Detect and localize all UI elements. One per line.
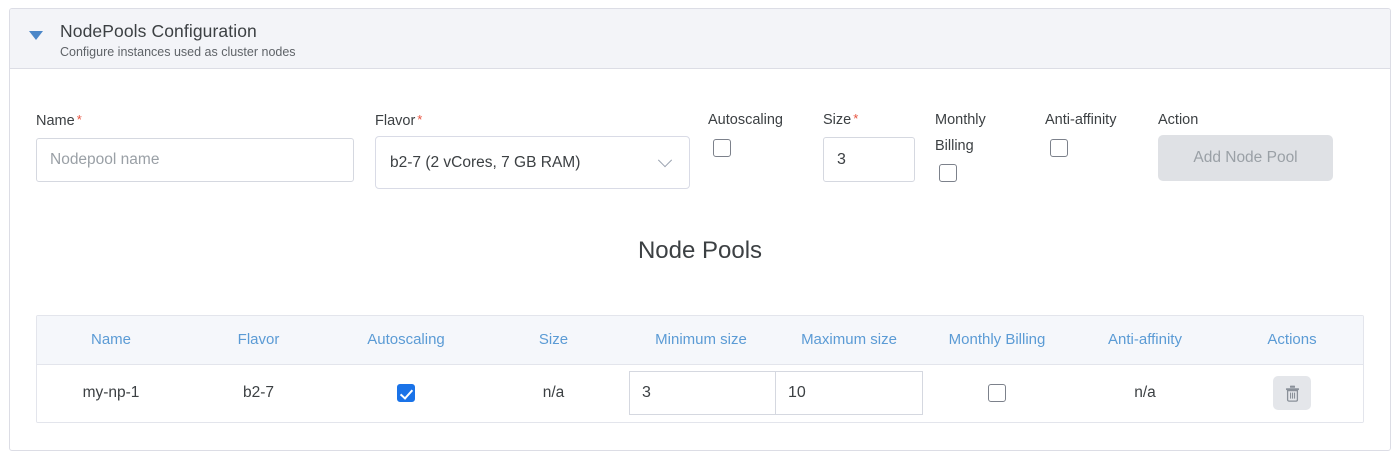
flavor-select-value: b2-7 (2 vCores, 7 GB RAM) <box>390 153 581 171</box>
size-label: Size* <box>823 111 859 128</box>
row-autoscaling-checkbox[interactable] <box>397 384 415 403</box>
nodepool-form: Name* Flavor* b2-7 (2 vCores, 7 GB RAM) … <box>10 69 1390 209</box>
column-header-minimum-size[interactable]: Minimum size <box>627 316 775 365</box>
anti-affinity-checkbox[interactable] <box>1050 139 1068 157</box>
trash-icon <box>1285 385 1299 402</box>
cell-minimum-size <box>627 364 775 422</box>
maximum-size-input[interactable] <box>775 371 923 416</box>
monthly-billing-label-line1: Monthly <box>935 112 986 128</box>
column-header-size[interactable]: Size <box>480 316 627 365</box>
column-header-autoscaling[interactable]: Autoscaling <box>332 316 480 365</box>
panel-subtitle: Configure instances used as cluster node… <box>60 45 296 59</box>
column-header-flavor[interactable]: Flavor <box>185 316 332 365</box>
chevron-down-icon <box>660 155 673 168</box>
flavor-label: Flavor* <box>375 112 423 129</box>
anti-affinity-label: Anti-affinity <box>1045 112 1117 128</box>
required-marker: * <box>76 112 82 127</box>
add-node-pool-button[interactable]: Add Node Pool <box>1158 135 1333 181</box>
name-label: Name* <box>36 112 82 129</box>
column-header-name[interactable]: Name <box>37 316 185 365</box>
row-monthly-billing-checkbox[interactable] <box>988 384 1006 403</box>
caret-down-icon[interactable] <box>29 31 45 47</box>
column-header-maximum-size[interactable]: Maximum size <box>775 316 923 365</box>
cell-monthly-billing <box>923 364 1071 422</box>
required-marker: * <box>853 111 859 126</box>
nodepools-panel: NodePools Configuration Configure instan… <box>9 8 1391 451</box>
autoscaling-checkbox[interactable] <box>713 139 731 157</box>
monthly-billing-checkbox[interactable] <box>939 164 957 182</box>
column-header-anti-affinity[interactable]: Anti-affinity <box>1071 316 1219 365</box>
column-header-monthly-billing[interactable]: Monthly Billing <box>923 316 1071 365</box>
minimum-size-input[interactable] <box>629 371 775 416</box>
panel-header: NodePools Configuration Configure instan… <box>10 9 1390 69</box>
cell-maximum-size <box>775 364 923 422</box>
required-marker: * <box>417 112 423 127</box>
cell-actions <box>1219 364 1363 422</box>
cell-size: n/a <box>480 364 627 422</box>
table-header-row: Name Flavor Autoscaling Size Minimum siz… <box>37 316 1363 365</box>
cell-anti-affinity: n/a <box>1071 364 1219 422</box>
node-pools-heading: Node Pools <box>637 237 763 264</box>
cell-flavor: b2-7 <box>185 364 332 422</box>
size-input[interactable] <box>823 137 915 182</box>
delete-row-button[interactable] <box>1273 376 1311 411</box>
monthly-billing-label-line2: Billing <box>935 138 974 154</box>
table-row: my-np-1 b2-7 n/a <box>37 364 1363 422</box>
action-label: Action <box>1158 112 1199 128</box>
column-header-actions[interactable]: Actions <box>1219 316 1363 365</box>
panel-title: NodePools Configuration <box>60 21 257 41</box>
cell-name: my-np-1 <box>37 364 185 422</box>
autoscaling-label: Autoscaling <box>708 112 783 128</box>
flavor-select[interactable]: b2-7 (2 vCores, 7 GB RAM) <box>375 136 690 189</box>
node-pools-table: Name Flavor Autoscaling Size Minimum siz… <box>36 315 1364 423</box>
cell-autoscaling <box>332 364 480 422</box>
name-input[interactable] <box>36 138 354 182</box>
